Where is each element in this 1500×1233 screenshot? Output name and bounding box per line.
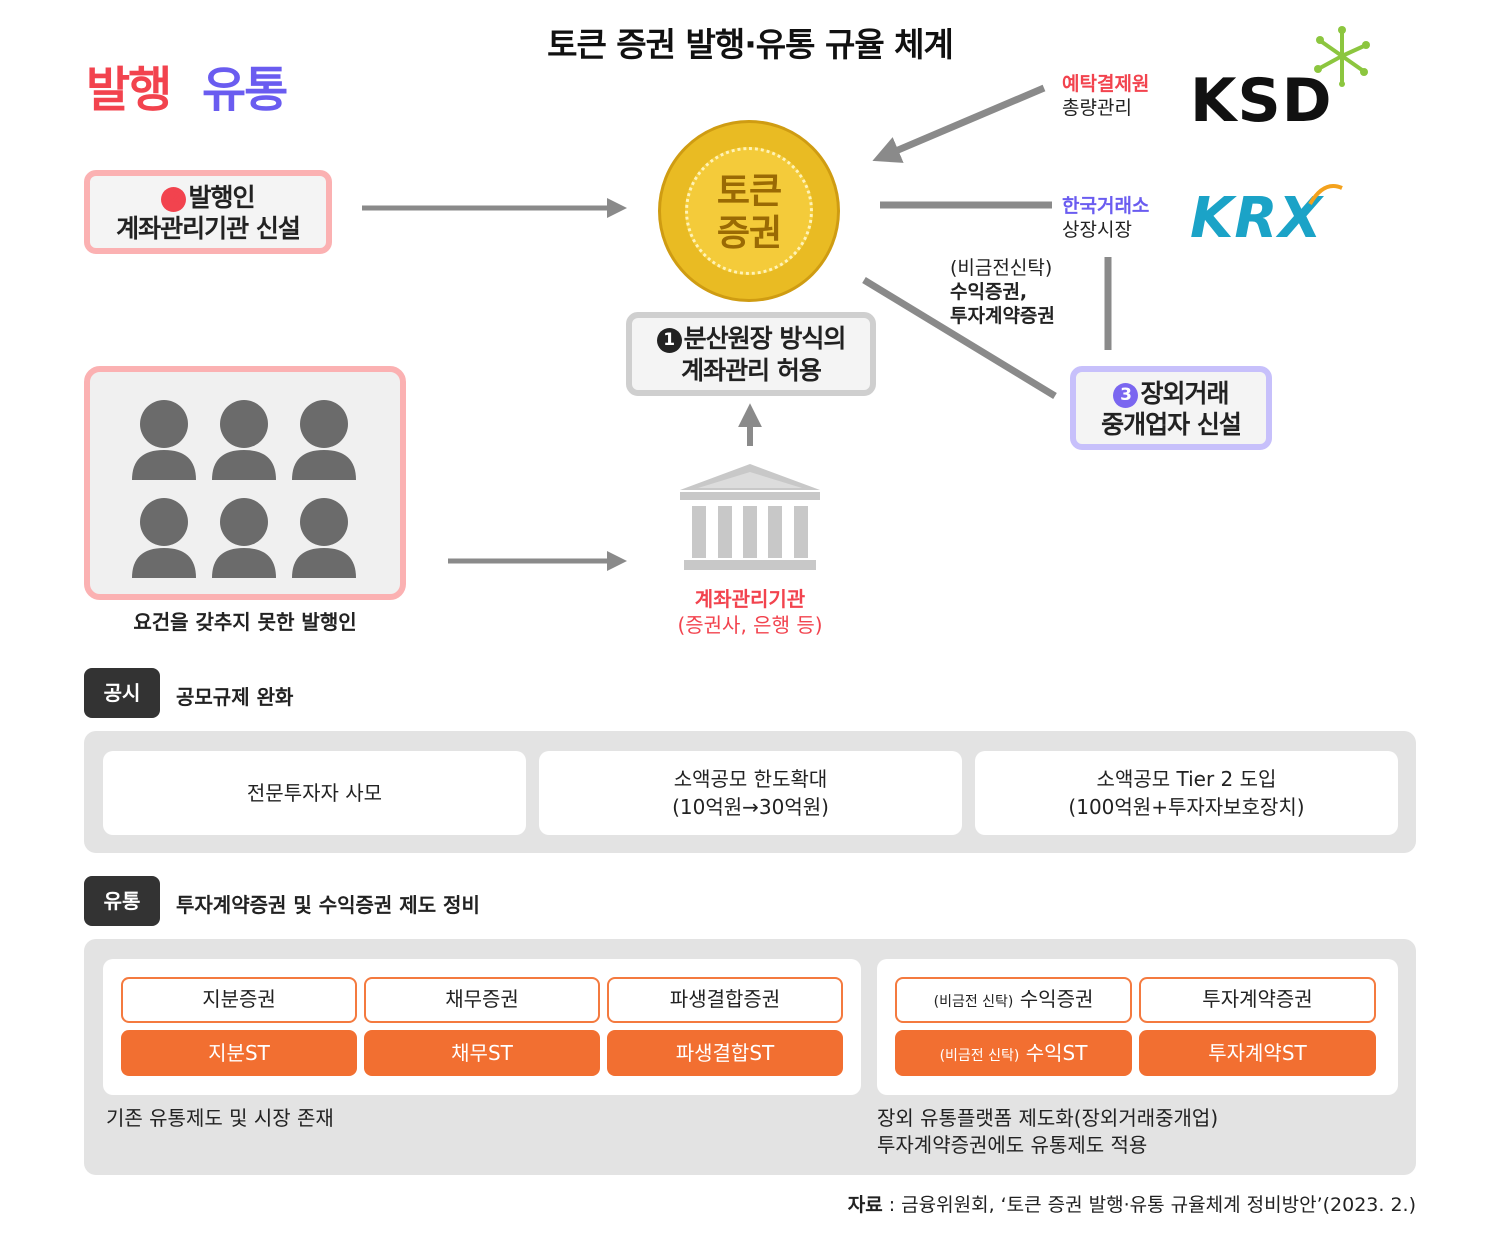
circulation-panel: 지분증권 채무증권 파생결합증권 지분ST 채무ST 파생결합ST 기존 유통제… (84, 939, 1416, 1175)
otc-platform-note: 장외 유통플랫폼 제도화(장외거래중개업) (877, 1106, 1219, 1130)
source-label: 자료 (847, 1194, 883, 1216)
coin-line2: 증권 (716, 213, 782, 254)
account-manager-label: 계좌관리기관 (증권사, 은행 등) (640, 586, 860, 638)
security-debt: 채무증권 (364, 977, 600, 1023)
disclosure-card-tier2: 소액공모 Tier 2 도입 (100억원+투자자보호장치) (975, 751, 1398, 835)
diagram-connectors (362, 84, 1112, 571)
krx-role: 상장시장 (1062, 219, 1132, 241)
investment-contract-note: 투자계약증권에도 유통제도 적용 (877, 1133, 1148, 1157)
non-monetary-line2: 수익증권, (950, 281, 1028, 303)
token-debt-st: 채무ST (364, 1030, 600, 1076)
disclosure-title: 공모규제 완화 (176, 685, 294, 709)
source-note: 자료 : 금융위원회, ‘토큰 증권 발행·유통 규율체계 정비방안’(2023… (848, 1190, 1416, 1217)
source-text: : 금융위원회, ‘토큰 증권 발행·유통 규율체계 정비방안’(2023. 2… (882, 1194, 1416, 1216)
ksd-logo-sparkle-icon (1314, 26, 1370, 87)
disclosure-card-line1: 소액공모 Tier 2 도입 (1096, 767, 1277, 791)
disclosure-card-private: 전문투자자 사모 (103, 751, 526, 835)
new-securities-card: (비금전 신탁) 수익증권 투자계약증권 (비금전 신탁) 수익ST 투자계약S… (877, 959, 1398, 1095)
ksd-label: 예탁결제원 총량관리 (1062, 72, 1149, 120)
beneficiary-name: 수익증권 (1019, 987, 1094, 1011)
new-market-notes: 장외 유통플랫폼 제도화(장외거래중개업) 투자계약증권에도 유통제도 적용 (877, 1105, 1218, 1159)
issuer-account-line2: 계좌관리기관 신설 (116, 214, 301, 243)
disclosure-panel: 전문투자자 사모 소액공모 한도확대 (10억원→30억원) 소액공모 Tier… (84, 731, 1416, 853)
issuer-account-line1: 발행인 (188, 183, 255, 212)
disclosure-tag: 공시 (84, 668, 160, 718)
token-derivative-st: 파생결합ST (607, 1030, 843, 1076)
disclosure-card-line1: 소액공모 한도확대 (673, 767, 828, 791)
arrow-ksd-to-coin (872, 84, 1046, 163)
security-investment-contract: 투자계약증권 (1139, 977, 1376, 1023)
step-number-2: 2 (161, 187, 187, 212)
beneficiary-st-name: 수익ST (1025, 1041, 1088, 1065)
token-equity-st: 지분ST (121, 1030, 357, 1076)
disclosure-card-line2: (10억원→30억원) (672, 795, 829, 819)
legend-circulation: 유통 (202, 62, 288, 118)
security-derivative: 파생결합증권 (607, 977, 843, 1023)
page-title: 토큰 증권 발행·유통 규율 체계 (547, 25, 954, 64)
ksd-name: 예탁결제원 (1062, 73, 1150, 95)
non-monetary-line3: 투자계약증권 (950, 305, 1055, 327)
krx-label: 한국거래소 상장시장 (1062, 194, 1149, 242)
otc-broker-line1: 장외거래 (1140, 379, 1229, 408)
beneficiary-st-prefix: (비금전 신탁) (939, 1048, 1020, 1064)
krx-logo: KRX (1190, 186, 1323, 251)
non-monetary-line1: (비금전신탁) (950, 257, 1053, 279)
distributed-ledger-line1: 분산원장 방식의 (683, 324, 847, 353)
distributed-ledger-line2: 계좌관리 허용 (681, 356, 822, 385)
account-manager-name: 계좌관리기관 (694, 587, 806, 611)
ksd-role: 총량관리 (1062, 97, 1132, 119)
disclosure-card-line1: 전문투자자 사모 (246, 781, 383, 805)
account-manager-examples: (증권사, 은행 등) (677, 613, 823, 637)
token-investment-contract-st: 투자계약ST (1139, 1030, 1376, 1076)
bank-building-icon (680, 464, 820, 570)
beneficiary-prefix: (비금전 신탁) (933, 994, 1014, 1010)
coin-inner-ring (685, 147, 813, 275)
circulation-tag: 유통 (84, 876, 160, 926)
security-equity: 지분증권 (121, 977, 357, 1023)
token-security-coin: 토큰 증권 (658, 120, 840, 302)
step-number-3: 3 (1113, 383, 1139, 408)
people-group-icon (132, 400, 356, 578)
disclosure-card-small-offering: 소액공모 한도확대 (10억원→30억원) (539, 751, 962, 835)
token-beneficiary-st: (비금전 신탁) 수익ST (895, 1030, 1132, 1076)
legend-issue: 발행 (86, 62, 172, 118)
existing-market-note: 기존 유통제도 및 시장 존재 (106, 1106, 334, 1130)
security-beneficiary: (비금전 신탁) 수익증권 (895, 977, 1132, 1023)
connector-coin-to-broker (862, 277, 1057, 399)
ksd-logo: KSD (1190, 66, 1333, 136)
non-monetary-trust-note: (비금전신탁) 수익증권, 투자계약증권 (950, 256, 1055, 328)
issuers-caption: 요건을 갖추지 못한 발행인 (133, 610, 357, 634)
existing-securities-card: 지분증권 채무증권 파생결합증권 지분ST 채무ST 파생결합ST (103, 959, 861, 1095)
krx-logo-swoosh-icon (1308, 184, 1343, 206)
issuers-group-box (84, 366, 406, 600)
otc-broker-line2: 중개업자 신설 (1101, 410, 1242, 439)
disclosure-card-line2: (100억원+투자자보호장치) (1068, 795, 1305, 819)
circulation-title: 투자계약증권 및 수익증권 제도 정비 (176, 893, 480, 917)
krx-name: 한국거래소 (1062, 195, 1150, 217)
coin-line1: 토큰 (716, 171, 782, 212)
step-number-1: 1 (656, 328, 682, 353)
